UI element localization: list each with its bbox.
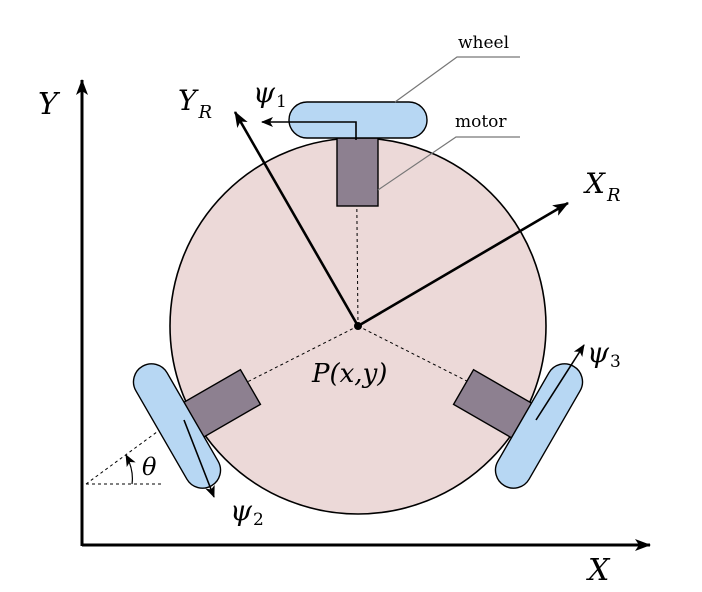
- center-label: P(x,y): [311, 359, 387, 389]
- motor-callout-label: motor: [455, 112, 507, 132]
- psi2-label: ψ2: [230, 494, 264, 530]
- psi1-label: ψ1: [253, 76, 287, 112]
- psi2-arrow: [183, 419, 215, 498]
- world-y-label: Y: [38, 87, 61, 122]
- wheel-3: [494, 363, 584, 489]
- robot-x-axis: [357, 201, 569, 328]
- robot-y-axis: [233, 111, 360, 327]
- theta-label: θ: [142, 453, 157, 481]
- motor-callout-leader: [377, 136, 520, 191]
- motor-1: [336, 137, 379, 207]
- wheel-1: [288, 101, 428, 139]
- psi1-arrow: [261, 117, 357, 140]
- wheel-callout-leader: [394, 56, 520, 103]
- dashed-theta-ray: [85, 417, 177, 485]
- world-x-label: X: [586, 553, 611, 588]
- center-point: [354, 322, 362, 330]
- theta-arc: [125, 454, 136, 485]
- psi3-arrow: [535, 344, 585, 421]
- psi3-label: ψ3: [587, 336, 621, 372]
- wheel-callout-label: wheel: [458, 33, 509, 53]
